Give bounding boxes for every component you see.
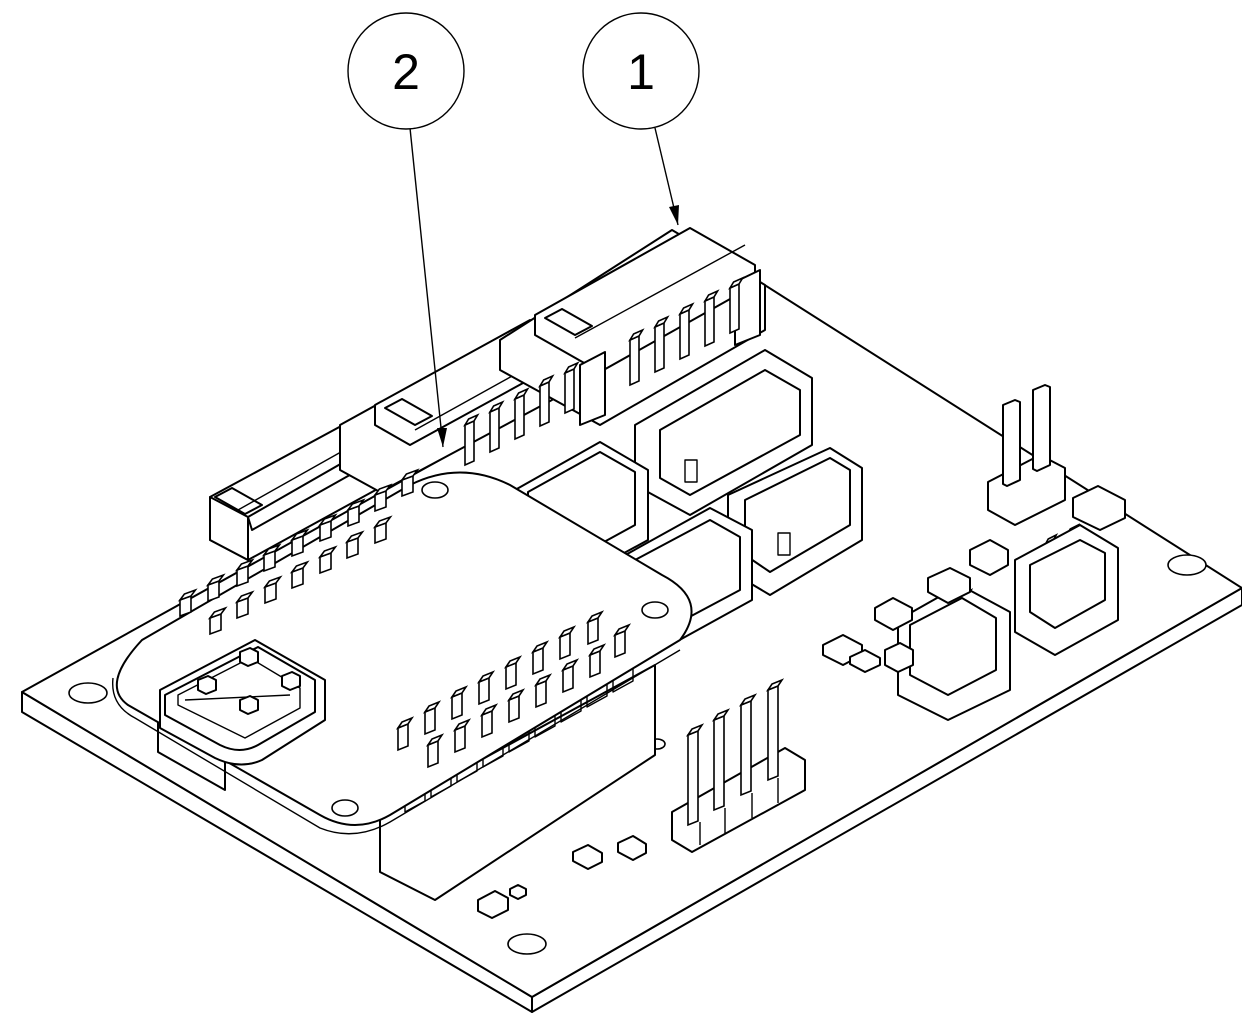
header-pin (513, 387, 530, 441)
header-pin (372, 483, 393, 513)
smd-component (874, 597, 913, 631)
module-hole (331, 799, 359, 817)
mounting-hole (68, 682, 108, 704)
header-pin (479, 703, 499, 739)
front-smd (477, 835, 647, 919)
header-pin (488, 400, 505, 454)
connector-2pin (1014, 524, 1119, 656)
header-pin (678, 302, 695, 361)
header-pin (612, 623, 632, 659)
leader-line-2 (409, 127, 444, 448)
header-pin (653, 315, 670, 374)
header-pin (703, 289, 720, 348)
smd-component (509, 884, 527, 900)
balloon-2-label: 2 (392, 44, 420, 100)
header-pin (344, 530, 365, 560)
header-pin (317, 545, 338, 575)
header-pin (685, 723, 705, 827)
smd-component (572, 844, 603, 870)
header-pin (372, 515, 393, 545)
pin-header-2 (987, 384, 1066, 526)
header-pin (207, 606, 228, 636)
header-pin (205, 573, 226, 603)
header-pin (449, 685, 469, 721)
balloon-2-circle (347, 12, 465, 130)
header-pin (538, 374, 555, 428)
smd-component (477, 890, 509, 919)
usb-c-connector (159, 639, 326, 766)
mounting-hole (507, 933, 547, 955)
microcontroller-module-item-2 (111, 471, 693, 901)
header-pin (395, 716, 415, 752)
smd-component (927, 567, 971, 604)
header-pin (452, 718, 472, 754)
balloon-1: 1 (582, 12, 700, 130)
balloon-1-circle (582, 12, 700, 130)
header-pin (765, 678, 785, 782)
balloon-1-label: 1 (627, 44, 655, 100)
header-pin (289, 560, 310, 590)
smd-component (884, 642, 914, 673)
smd-component (617, 835, 647, 861)
header-pin (234, 590, 255, 620)
mounting-hole (1167, 554, 1207, 576)
smd-component (849, 649, 881, 673)
leader-arrowhead-2 (437, 428, 447, 447)
module-hole (421, 481, 449, 499)
smd-component (969, 539, 1009, 576)
header-pin (628, 328, 645, 387)
header-pin (177, 588, 198, 618)
header-pin (262, 575, 283, 605)
header-pin (422, 700, 442, 736)
header-pin (345, 498, 366, 528)
header-pin (530, 640, 550, 676)
pin-header-4-pins (685, 678, 785, 827)
connector-2pin (897, 584, 1011, 721)
header-pin (587, 643, 607, 679)
mounting-holes (68, 554, 1207, 955)
header-pin (560, 658, 580, 694)
header-pin (557, 625, 577, 661)
header-pin (533, 673, 553, 709)
header-pin (503, 655, 523, 691)
header-pin (261, 543, 282, 573)
header-pin (463, 413, 480, 467)
header-pin (234, 558, 255, 588)
header-pin (506, 688, 526, 724)
header-pin (317, 513, 338, 543)
header-pin (728, 276, 745, 335)
leader-arrowhead-1 (669, 205, 679, 225)
leader-lines (409, 127, 679, 448)
right-components (822, 384, 1126, 721)
module-hole (641, 601, 669, 619)
header-pin (711, 708, 731, 812)
left-header-pins (177, 468, 420, 636)
header-pin (425, 733, 445, 769)
header-pin (476, 670, 496, 706)
module-socket (379, 664, 656, 901)
header-pin (738, 693, 758, 797)
balloon-2: 2 (347, 12, 465, 130)
module-pcb-edge (111, 649, 681, 835)
header-pin (399, 468, 420, 498)
header-pin (289, 528, 310, 558)
module-pins (395, 610, 632, 769)
header-pin (585, 610, 605, 646)
smd-component (1072, 485, 1126, 531)
header-pin (563, 361, 580, 415)
